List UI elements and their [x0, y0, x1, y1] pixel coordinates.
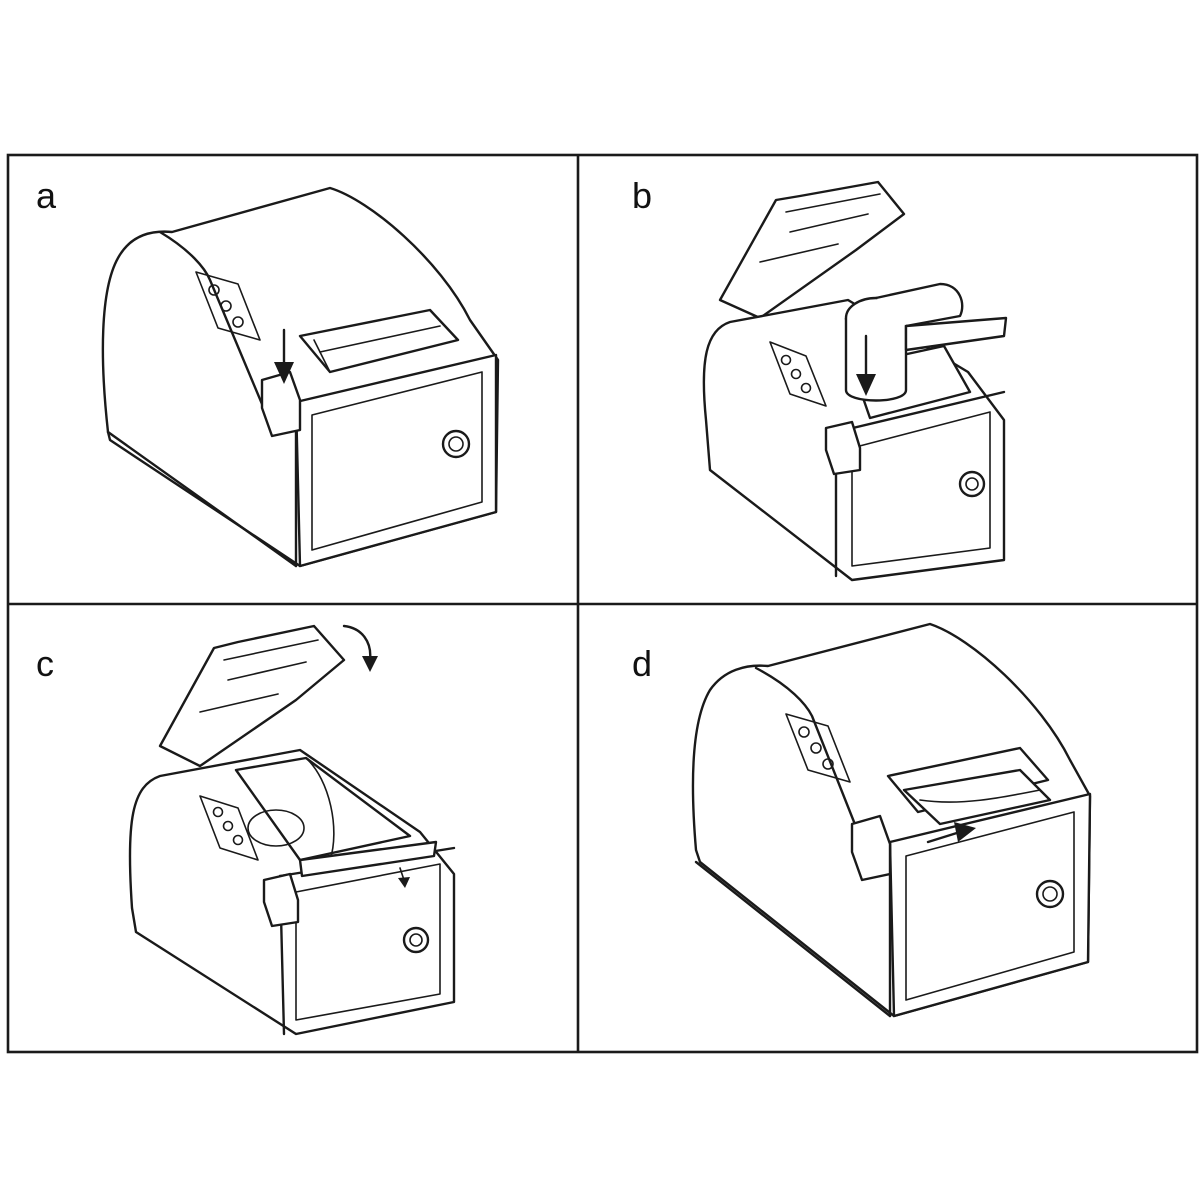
- printer-open-b: [702, 180, 1008, 582]
- panel-b: b: [632, 175, 1008, 582]
- panel-c: c: [36, 624, 456, 1036]
- panel-label-c: c: [36, 643, 54, 684]
- grid-frame: [6, 153, 1199, 1054]
- printer-closed-a: [101, 186, 500, 568]
- printer-closing-c: [128, 624, 456, 1036]
- panel-label-d: d: [632, 643, 652, 684]
- panel-a: a: [36, 175, 500, 568]
- panel-label-a: a: [36, 175, 57, 216]
- printer-closed-d: [691, 622, 1092, 1018]
- panel-d: d: [632, 622, 1092, 1018]
- panel-label-b: b: [632, 175, 652, 216]
